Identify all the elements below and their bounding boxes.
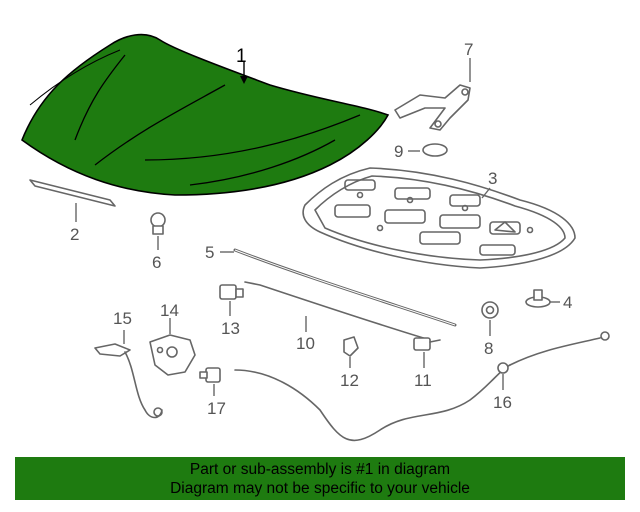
callout-8: 8 bbox=[484, 339, 493, 358]
hood-hinge[interactable] bbox=[394, 84, 471, 131]
callout-9: 9 bbox=[394, 142, 403, 161]
callout-17: 17 bbox=[207, 399, 226, 418]
hood-bumper-stop[interactable] bbox=[150, 212, 166, 235]
parts-diagram: 1 2 6 7 9 bbox=[21, 33, 610, 442]
front-seal-strip[interactable] bbox=[29, 179, 116, 207]
push-clip[interactable] bbox=[525, 289, 551, 308]
callout-14: 14 bbox=[160, 301, 179, 320]
grommet[interactable] bbox=[422, 143, 448, 157]
cable-end-fitting[interactable] bbox=[199, 367, 221, 383]
retainer-clip[interactable] bbox=[343, 336, 359, 357]
stop-buffer[interactable] bbox=[481, 301, 499, 319]
banner-line-part-info: Part or sub-assembly is #1 in diagram bbox=[189, 461, 451, 478]
callout-12: 12 bbox=[340, 371, 359, 390]
callout-4: 4 bbox=[563, 293, 572, 312]
callout-5: 5 bbox=[205, 243, 214, 262]
banner-line-disclaimer: Diagram may not be specific to your vehi… bbox=[170, 480, 470, 497]
callout-6: 6 bbox=[152, 253, 161, 272]
hood-insulator-panel[interactable] bbox=[302, 167, 576, 269]
callout-11: 11 bbox=[414, 371, 432, 390]
info-banner: Part or sub-assembly is #1 in diagram Di… bbox=[15, 457, 625, 500]
callout-16: 16 bbox=[493, 393, 512, 412]
callout-7: 7 bbox=[464, 40, 473, 59]
rod-retainer-clip[interactable] bbox=[219, 284, 244, 300]
hood-support-rod[interactable] bbox=[244, 281, 431, 341]
callout-13: 13 bbox=[221, 319, 240, 338]
callout-15: 15 bbox=[113, 309, 132, 328]
callout-1: 1 bbox=[236, 46, 247, 67]
hood-panel[interactable] bbox=[21, 33, 390, 196]
hood-release-cable[interactable] bbox=[234, 331, 610, 442]
latch-release-cable-short[interactable] bbox=[94, 343, 163, 419]
callout-3: 3 bbox=[488, 169, 497, 188]
callout-2: 2 bbox=[70, 225, 79, 244]
callout-10: 10 bbox=[296, 334, 315, 353]
hood-latch[interactable] bbox=[149, 334, 196, 376]
rear-seal-strip[interactable] bbox=[233, 248, 457, 327]
rod-holder-bracket[interactable] bbox=[413, 337, 441, 351]
